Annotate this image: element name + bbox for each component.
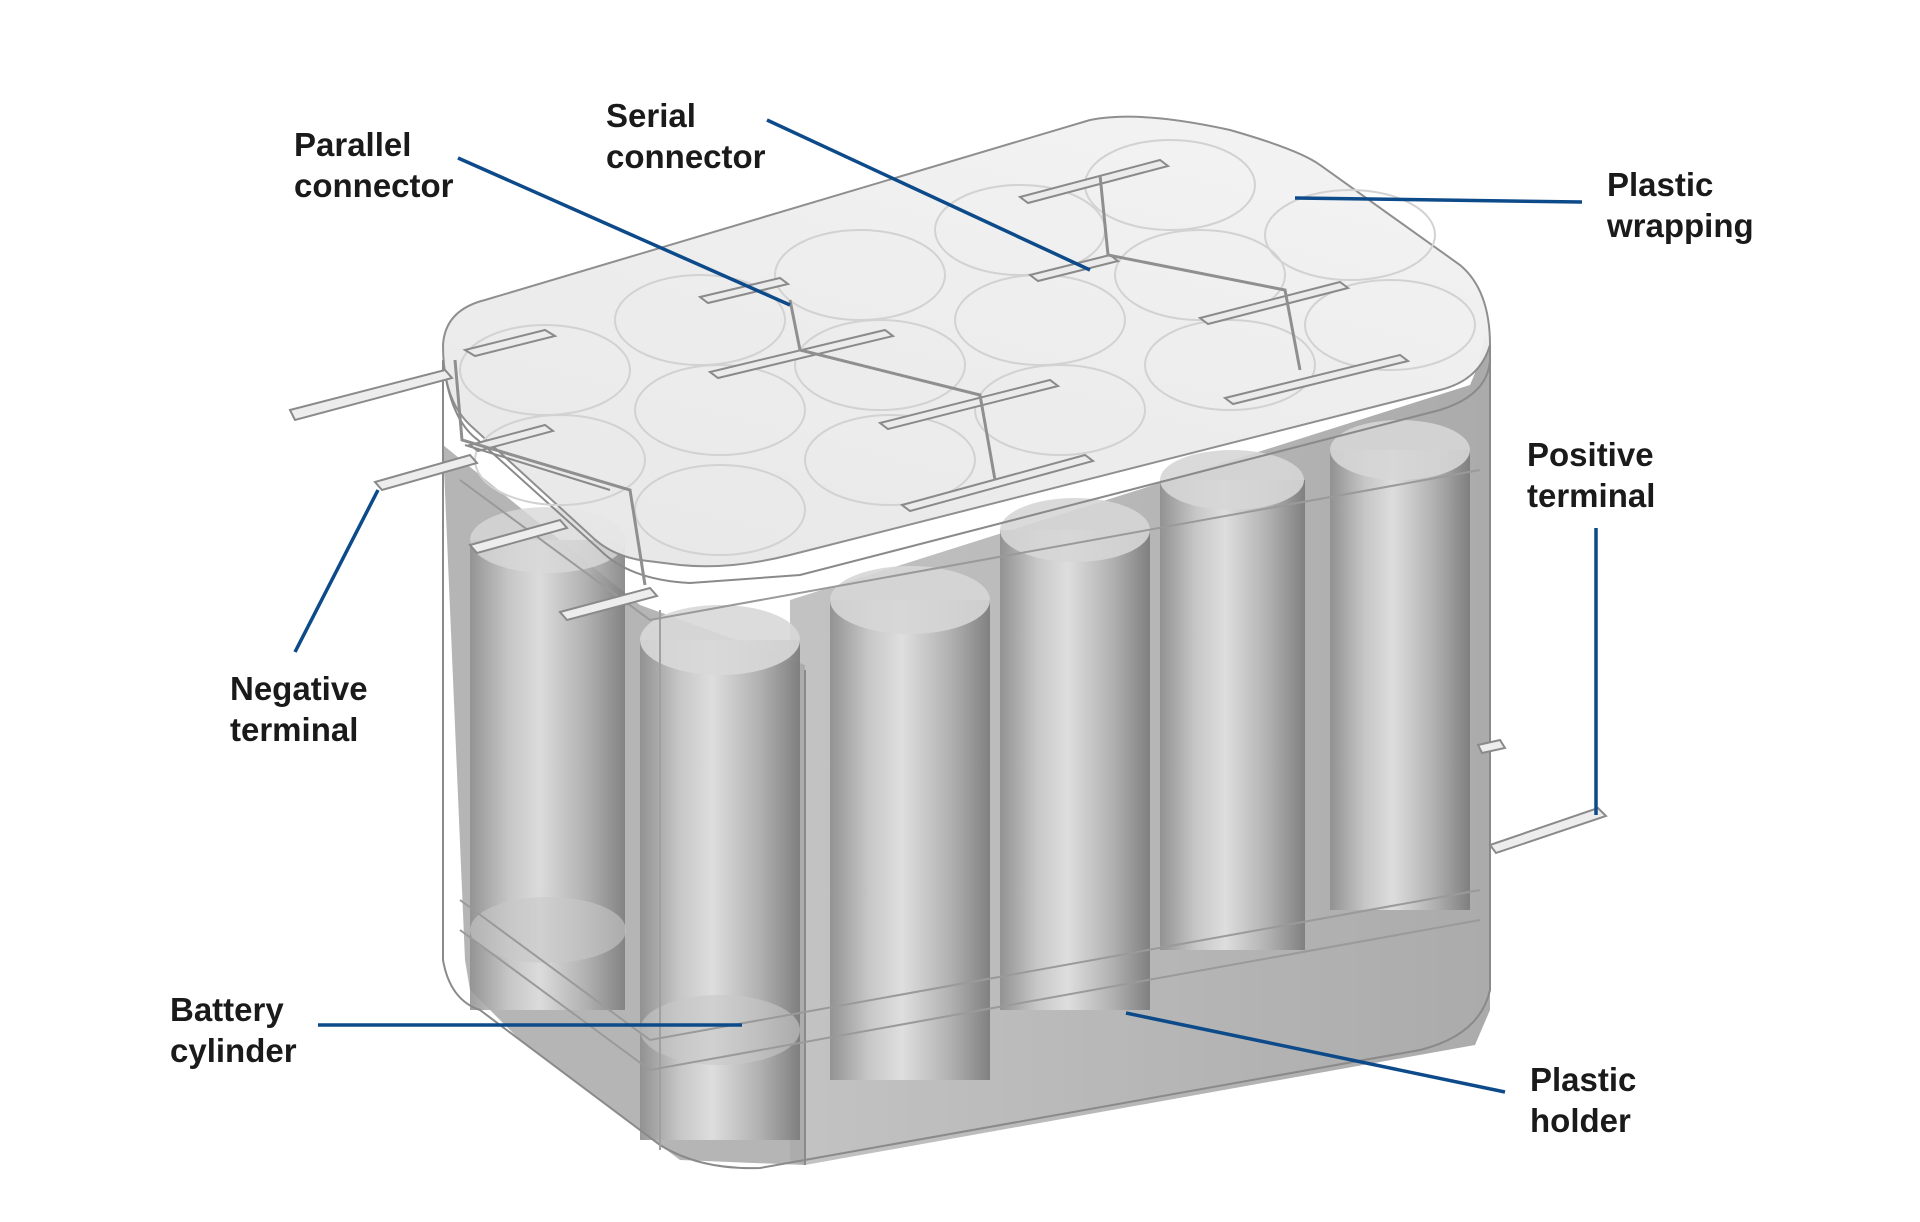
battery-cylinder xyxy=(1000,530,1150,1010)
serial-connector-label: Serial connector xyxy=(606,95,766,177)
label-line: Positive xyxy=(1527,436,1654,473)
serial-connector-leader xyxy=(766,118,1091,272)
terminal-bar xyxy=(558,586,659,622)
connector-tab xyxy=(1222,353,1411,406)
plastic-holder-label: Plastic holder xyxy=(1530,1059,1636,1141)
label-line: Serial xyxy=(606,97,696,134)
label-line: holder xyxy=(1530,1102,1631,1139)
label-line: Plastic xyxy=(1530,1061,1637,1098)
terminal-bar xyxy=(288,368,454,422)
cylinder-top xyxy=(830,566,990,634)
label-line: terminal xyxy=(230,711,359,748)
parallel-connector-wire xyxy=(453,359,647,586)
battery-cylinders xyxy=(470,420,1470,1140)
top-face xyxy=(441,115,1492,585)
connector-tabs xyxy=(462,158,1411,513)
label-line: terminal xyxy=(1527,477,1656,514)
terminal-bar xyxy=(1476,738,1507,755)
cylinder-top xyxy=(640,605,800,675)
cylinder-bottom xyxy=(640,995,800,1065)
battery-cylinder-label: Battery cylinder xyxy=(170,989,297,1071)
cylinder-bottom xyxy=(470,897,626,963)
plastic-wrapping-outline xyxy=(442,345,1491,1170)
label-line: Negative xyxy=(230,670,368,707)
cylinder-top xyxy=(1330,420,1470,480)
right-terminals xyxy=(1476,738,1608,855)
plastic-wrapping-leader xyxy=(1294,196,1583,204)
negative-terminal-bar xyxy=(373,453,479,492)
label-line: cylinder xyxy=(170,1032,297,1069)
left-terminals xyxy=(288,368,659,622)
parallel-connector-label: Parallel connector xyxy=(294,124,454,206)
plastic-wrapping-label: Plastic wrapping xyxy=(1607,164,1754,246)
label-line: wrapping xyxy=(1607,207,1754,244)
battery-cylinder xyxy=(830,600,990,1080)
terminal-bar xyxy=(468,518,569,555)
serial-connector-wire xyxy=(1098,174,1302,371)
label-line: connector xyxy=(606,138,766,175)
connector-tab xyxy=(1017,158,1171,205)
parallel-connector-wire xyxy=(788,299,997,481)
connector-tab xyxy=(707,328,896,380)
parallel-connector-leader xyxy=(457,156,791,307)
connector-tab xyxy=(462,328,558,358)
label-line: Parallel xyxy=(294,126,412,163)
battery-cylinder xyxy=(1330,450,1470,910)
connector-tab xyxy=(877,378,1061,431)
label-line: Battery xyxy=(170,991,284,1028)
plastic-holder-leader xyxy=(1125,1011,1506,1094)
cylinder-top xyxy=(1160,450,1304,510)
battery-cylinder xyxy=(1160,480,1305,950)
connector-tab xyxy=(1027,253,1121,283)
negative-terminal-label: Negative terminal xyxy=(230,668,368,750)
connector-tab xyxy=(697,276,791,305)
label-line: Plastic xyxy=(1607,166,1714,203)
negative-terminal-leader xyxy=(293,489,380,653)
connector-tab xyxy=(899,453,1096,513)
positive-terminal-bar xyxy=(1488,806,1608,855)
connector-tab xyxy=(1197,280,1351,326)
leader-lines xyxy=(293,118,1598,1094)
positive-terminal-label: Positive terminal xyxy=(1527,434,1655,516)
label-line: connector xyxy=(294,167,454,204)
connector-wires xyxy=(453,174,1302,586)
